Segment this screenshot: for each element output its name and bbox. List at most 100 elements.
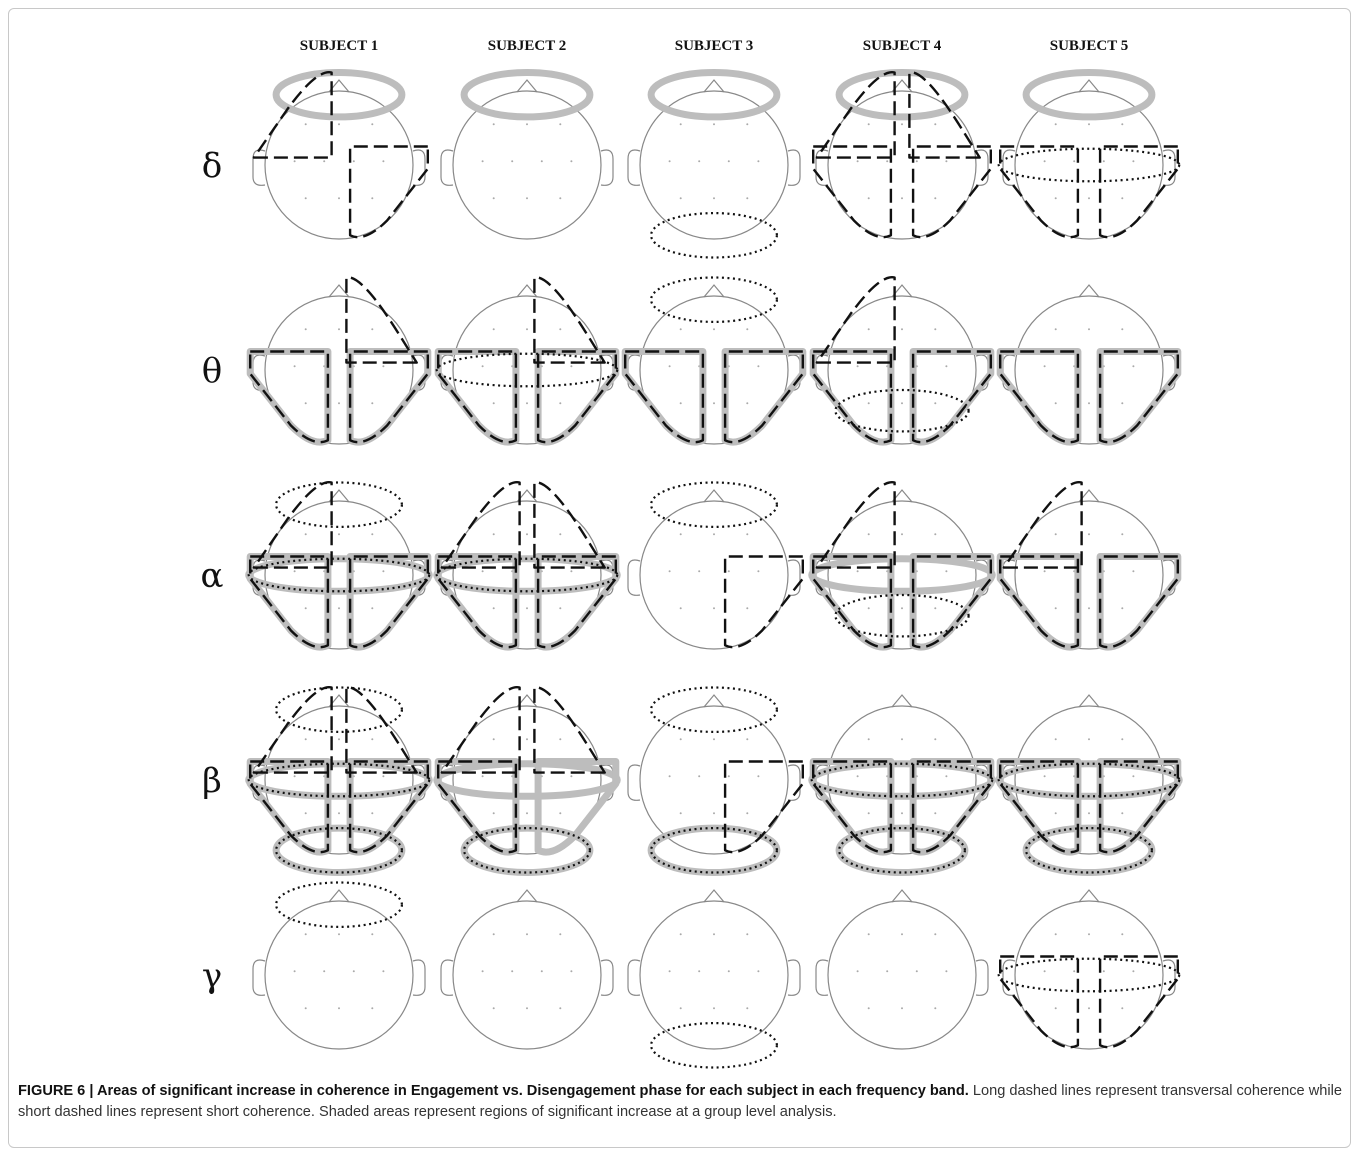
electrode [526,933,528,935]
electrode [1088,812,1090,814]
electrode [371,197,373,199]
electrode [526,123,528,125]
electrode [857,775,859,777]
electrode [669,775,671,777]
short-coherence [437,354,618,387]
electrode [338,533,340,535]
electrode [559,933,561,935]
electrode [901,328,903,330]
electrode [713,812,715,814]
electrode [901,197,903,199]
electrode [570,365,572,367]
electrode [338,812,340,814]
head-map [249,482,430,649]
electrode [886,160,888,162]
electrode [353,970,355,972]
head-map [1000,482,1178,649]
electrode [1088,402,1090,404]
short-coherence [651,1023,777,1067]
shaded-region [1100,557,1178,648]
head-map [999,73,1180,240]
electrode [868,738,870,740]
nose [1079,80,1099,92]
electrode [757,160,759,162]
nose [1079,695,1099,707]
electrode [901,402,903,404]
nose [704,490,724,502]
electrode [698,570,700,572]
electrode [868,197,870,199]
electrode [526,328,528,330]
electrode [680,812,682,814]
transversal-coherence [813,147,891,238]
electrode [570,570,572,572]
electrode [1132,970,1134,972]
electrode [1044,570,1046,572]
head-outline [1015,901,1163,1049]
nose [704,285,724,297]
electrode [680,197,682,199]
electrode [916,160,918,162]
head-map [813,72,991,239]
electrode [1121,123,1123,125]
electrode [305,1007,307,1009]
head-map [1000,285,1178,444]
electrode [323,160,325,162]
right-ear [976,960,988,995]
electrode [868,402,870,404]
electrode [1088,533,1090,535]
electrode [511,160,513,162]
electrode [570,775,572,777]
electrode [1088,197,1090,199]
electrode [1132,775,1134,777]
electrode [934,607,936,609]
head-map [437,687,618,872]
head-outline [828,91,976,239]
shaded-region [437,764,618,797]
electrode [305,402,307,404]
electrode [669,970,671,972]
electrode [541,970,543,972]
left-ear [628,150,640,185]
electrode [338,402,340,404]
shaded-region [538,352,616,443]
electrode [1132,570,1134,572]
electrode [526,738,528,740]
electrode [901,123,903,125]
electrode [857,365,859,367]
electrode [680,402,682,404]
right-ear [601,960,613,995]
electrode [1121,812,1123,814]
left-ear [253,960,265,995]
electrode [305,738,307,740]
electrode [382,570,384,572]
electrode [746,533,748,535]
head-map [437,277,618,444]
electrode [680,328,682,330]
head-map [813,277,991,444]
electrode [746,607,748,609]
caption-figure-label: FIGURE 6 | Areas of significant increase… [18,1083,969,1099]
electrode [746,123,748,125]
electrode [294,160,296,162]
electrode [680,123,682,125]
electrode [559,197,561,199]
electrode [934,933,936,935]
transversal-coherence [1000,147,1078,238]
electrode [559,812,561,814]
electrode [901,812,903,814]
electrode [680,607,682,609]
electrode [698,775,700,777]
electrode [1088,738,1090,740]
electrode [934,812,936,814]
head-map [437,482,618,649]
electrode [669,365,671,367]
electrode [1055,402,1057,404]
electrode [1121,533,1123,535]
electrode [916,970,918,972]
electrode [1121,933,1123,935]
electrode [945,775,947,777]
electrode [482,570,484,572]
head-map [999,890,1180,1049]
